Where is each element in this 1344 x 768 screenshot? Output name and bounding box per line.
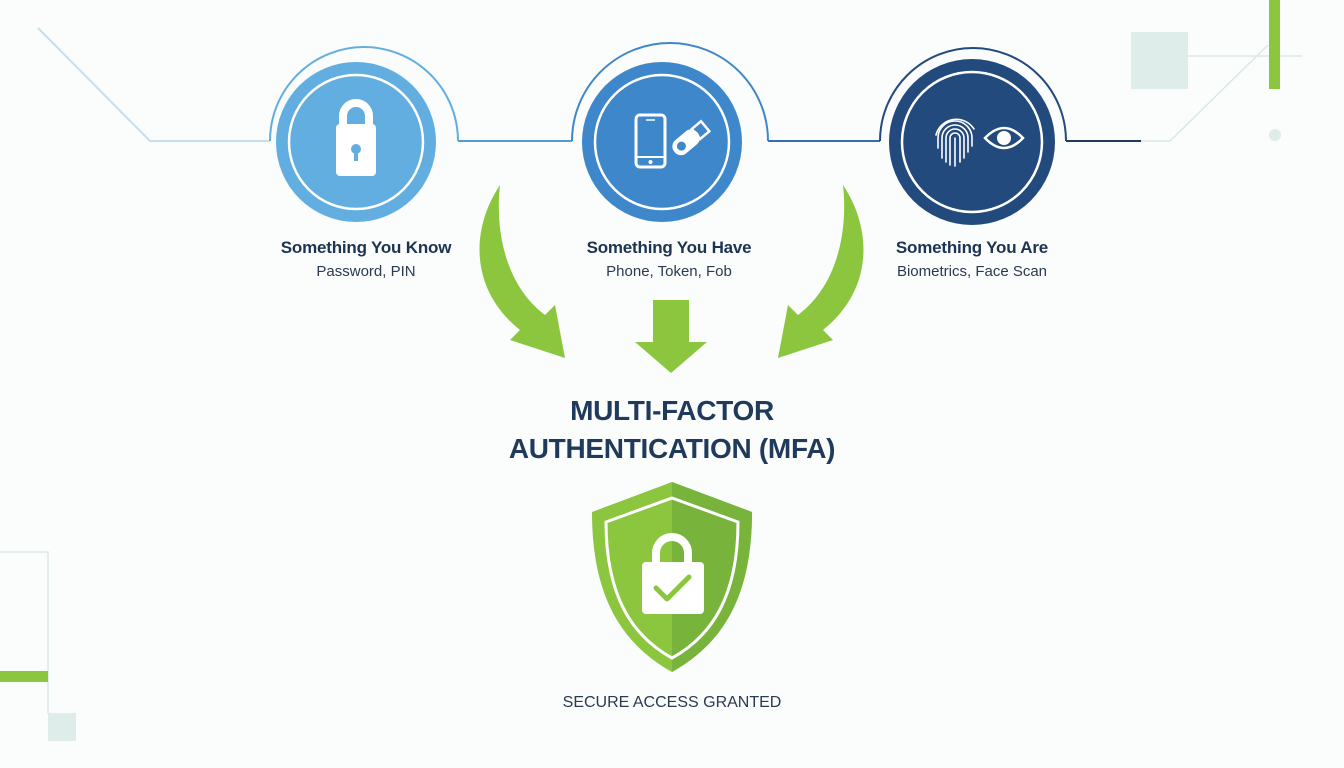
factor-subtitle: Password, PIN bbox=[316, 263, 416, 280]
factor-title: Something You Have bbox=[586, 238, 752, 257]
factor-title: Something You Are bbox=[895, 238, 1049, 257]
factor-know-label: Something You Know Password, PIN bbox=[246, 238, 486, 280]
factor-are-label: Something You Are Biometrics, Face Scan bbox=[852, 238, 1092, 280]
factor-title: Something You Know bbox=[280, 238, 452, 257]
factor-subtitle: Biometrics, Face Scan bbox=[896, 263, 1048, 280]
factor-have-label: Something You Have Phone, Token, Fob bbox=[549, 238, 789, 280]
access-status-label: SECURE ACCESS GRANTED bbox=[562, 694, 782, 711]
title-line-1: MULTI-FACTOR bbox=[570, 395, 774, 426]
factor-subtitle: Phone, Token, Fob bbox=[606, 263, 732, 280]
title-line-2: AUTHENTICATION (MFA) bbox=[508, 433, 836, 464]
page-title: MULTI-FACTOR AUTHENTICATION (MFA) bbox=[440, 392, 904, 468]
